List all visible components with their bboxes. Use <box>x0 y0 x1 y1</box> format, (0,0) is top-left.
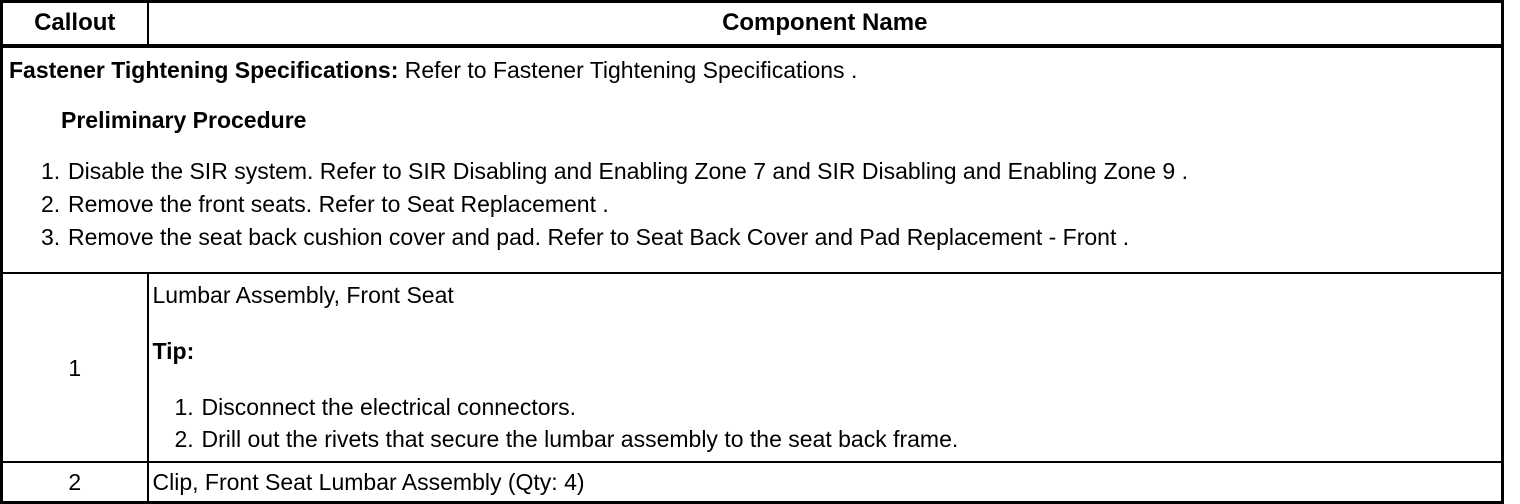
fastener-spec-label: Fastener Tightening Specifications: <box>9 57 399 83</box>
callout-column-header: Callout <box>0 0 149 48</box>
callout-value: 2 <box>0 461 149 504</box>
list-item-number: 3. <box>41 224 61 250</box>
list-item: 1. Disconnect the electrical connectors. <box>175 391 1492 423</box>
table-row: 1 Lumbar Assembly, Front Seat Tip: 1. Di… <box>0 272 1504 463</box>
callout-value: 1 <box>0 272 149 463</box>
preliminary-steps-list: 1. Disable the SIR system. Refer to SIR … <box>41 155 1491 254</box>
list-item: 2. Remove the front seats. Refer to Seat… <box>41 188 1491 221</box>
list-item-number: 2. <box>174 426 194 452</box>
fastener-spec-line: Fastener Tightening Specifications: Refe… <box>9 55 1491 85</box>
preliminary-procedure-row: Fastener Tightening Specifications: Refe… <box>0 45 1504 274</box>
list-item-text: Remove the seat back cushion cover and p… <box>68 224 1130 250</box>
list-item-text: Disable the SIR system. Refer to SIR Dis… <box>68 158 1188 184</box>
component-name-text: Lumbar Assembly, Front Seat <box>152 282 454 308</box>
component-name-text: Clip, Front Seat Lumbar Assembly (Qty: 4… <box>152 469 585 495</box>
component-cell: Lumbar Assembly, Front Seat Tip: 1. Disc… <box>146 272 1504 463</box>
list-item-text: Remove the front seats. Refer to Seat Re… <box>68 191 609 217</box>
list-item-number: 2. <box>41 191 61 217</box>
list-item: 2. Drill out the rivets that secure the … <box>175 423 1492 455</box>
component-cell: Clip, Front Seat Lumbar Assembly (Qty: 4… <box>146 461 1504 504</box>
fastener-spec-text: Refer to Fastener Tightening Specificati… <box>404 57 858 83</box>
list-item: 3. Remove the seat back cushion cover an… <box>41 221 1491 254</box>
table-header-row: Callout Component Name <box>0 0 1504 48</box>
tip-steps-list: 1. Disconnect the electrical connectors.… <box>175 391 1492 455</box>
list-item-text: Disconnect the electrical connectors. <box>201 394 577 420</box>
tip-label: Tip: <box>152 338 195 364</box>
list-item-number: 1. <box>174 394 194 420</box>
preliminary-procedure-heading: Preliminary Procedure <box>61 107 307 133</box>
component-name-column-header: Component Name <box>146 0 1504 48</box>
list-item-number: 1. <box>41 158 61 184</box>
preliminary-procedure-cell: Fastener Tightening Specifications: Refe… <box>0 45 1504 274</box>
list-item: 1. Disable the SIR system. Refer to SIR … <box>41 155 1491 188</box>
list-item-text: Drill out the rivets that secure the lum… <box>201 426 959 452</box>
table-row: 2 Clip, Front Seat Lumbar Assembly (Qty:… <box>0 461 1504 504</box>
